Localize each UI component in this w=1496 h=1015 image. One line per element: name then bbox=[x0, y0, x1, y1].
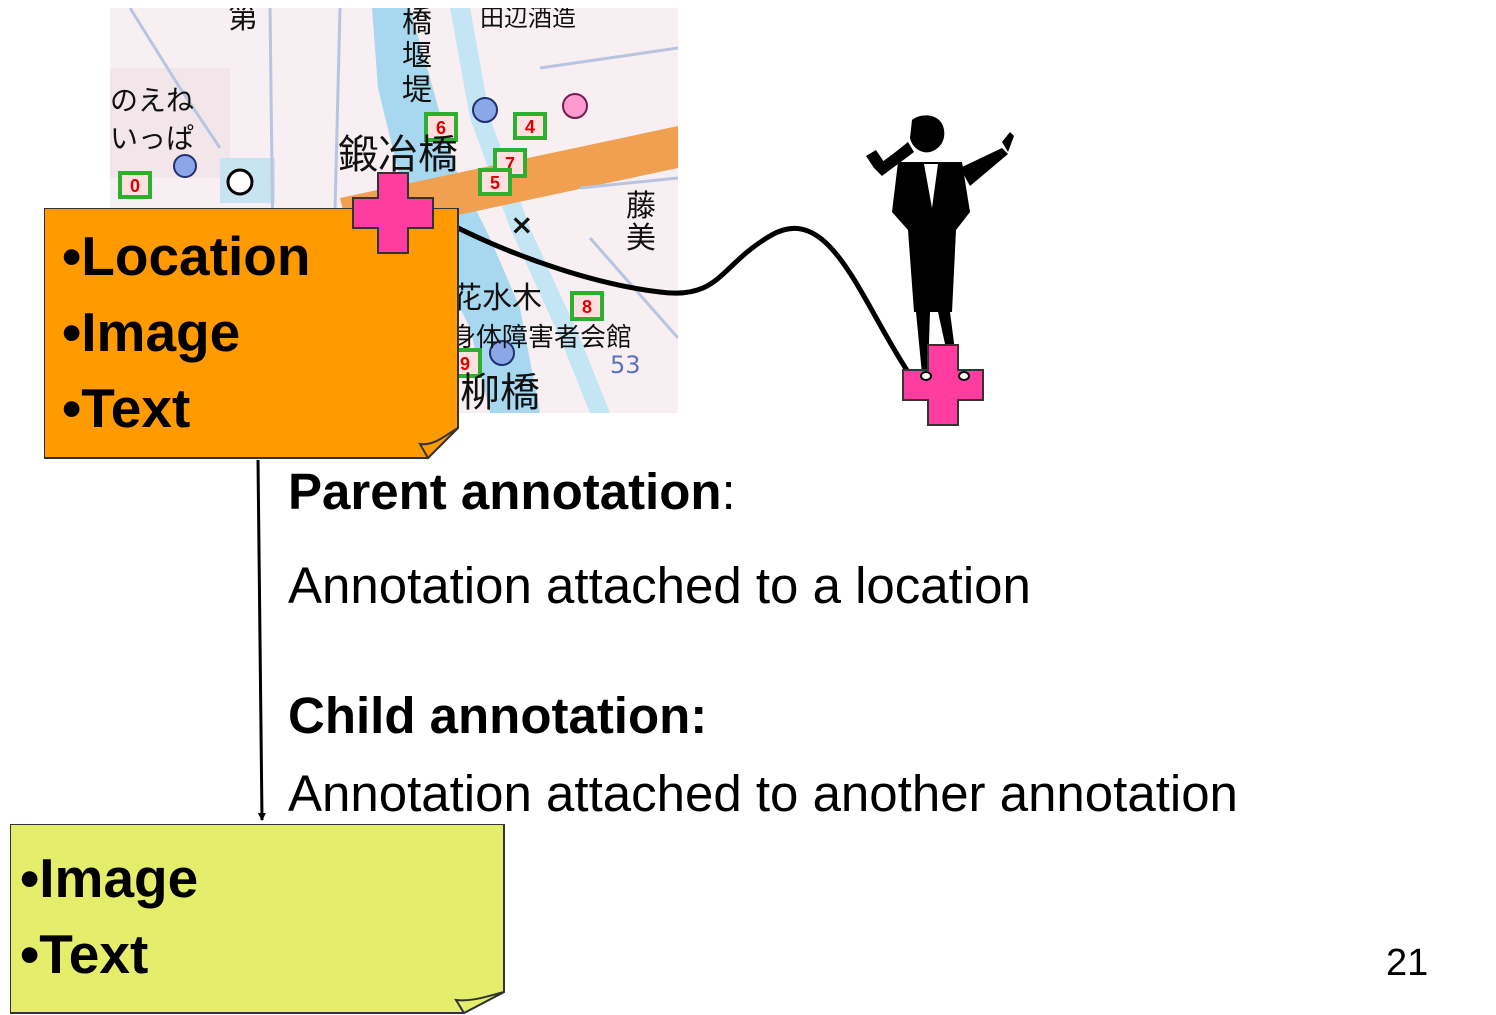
map-label: 美 bbox=[626, 221, 656, 256]
person-silhouette-icon bbox=[866, 115, 1014, 376]
note-item: •Image bbox=[20, 847, 199, 909]
svg-text:0: 0 bbox=[130, 176, 140, 196]
note-item: •Location bbox=[62, 225, 311, 287]
note-item: •Text bbox=[20, 923, 149, 985]
map-label: 鍛冶橋 bbox=[338, 132, 458, 178]
map-label: 田辺酒造 bbox=[480, 8, 576, 32]
map-label: 第 bbox=[228, 8, 258, 36]
child-annotation-note: •Image •Text bbox=[10, 824, 506, 1014]
map-marker: 4 bbox=[513, 112, 547, 140]
map-marker: 5 bbox=[478, 168, 512, 196]
parent-annotation-title: Parent annotation: bbox=[288, 463, 736, 520]
parent-annotation-note: •Location •Image •Text bbox=[44, 208, 460, 460]
child-annotation-title: Child annotation: bbox=[288, 687, 708, 744]
map-label: のえね bbox=[110, 84, 194, 117]
svg-text:7: 7 bbox=[505, 154, 515, 174]
map-label: 花水木 bbox=[452, 281, 542, 316]
plus-marker-icon bbox=[902, 344, 984, 426]
page-number: 21 bbox=[1386, 942, 1429, 984]
child-annotation-description: Annotation attached to another annotatio… bbox=[288, 765, 1238, 822]
note-item: •Image bbox=[62, 301, 241, 363]
map-label: 柳橋 bbox=[460, 370, 540, 413]
map-label: 藤 bbox=[626, 189, 656, 224]
map-label: 堤 bbox=[402, 73, 432, 108]
map-label: 53 bbox=[610, 351, 641, 379]
note-item: •Text bbox=[62, 377, 191, 439]
map-marker: 0 bbox=[118, 171, 152, 199]
plus-marker-icon bbox=[352, 172, 434, 254]
map-label: 身体障害者会館 bbox=[450, 323, 632, 353]
map-label: 橋 bbox=[402, 8, 432, 40]
map-label: いっぱ bbox=[110, 122, 194, 155]
location-arrow bbox=[444, 219, 913, 377]
map-marker: 8 bbox=[570, 291, 604, 321]
parent-annotation-description: Annotation attached to a location bbox=[288, 557, 1031, 614]
svg-text:×: × bbox=[510, 208, 533, 241]
map-marker: 6 bbox=[424, 112, 458, 142]
child-link-line bbox=[256, 459, 266, 821]
map-label: 堰 bbox=[402, 39, 432, 74]
svg-text:9: 9 bbox=[460, 354, 470, 374]
svg-text:4: 4 bbox=[525, 117, 535, 137]
svg-text:5: 5 bbox=[490, 173, 500, 193]
svg-text:8: 8 bbox=[582, 297, 592, 317]
svg-text:6: 6 bbox=[436, 118, 446, 138]
